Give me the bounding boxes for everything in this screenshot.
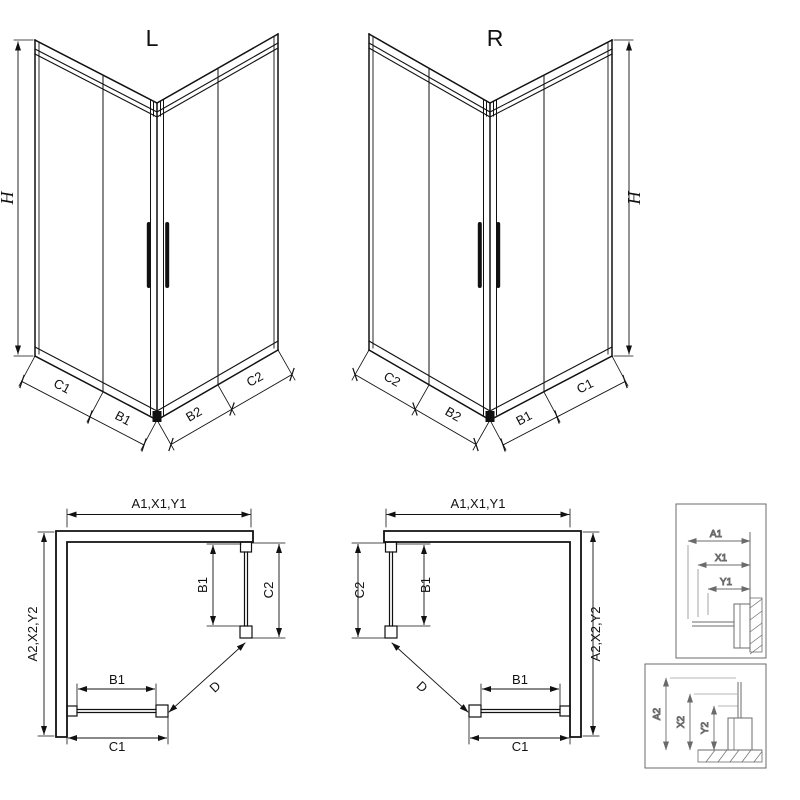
dim-label-front-right-b2: B2 xyxy=(443,404,464,425)
detail-top-label-x1: X1 xyxy=(715,553,728,564)
dim-label-front-right-b1: B1 xyxy=(513,408,534,429)
dim-label-front-left-c1: C1 xyxy=(51,376,73,397)
dim-label-plan-right-width: A1,X1,Y1 xyxy=(451,496,506,511)
variant-label-right: R xyxy=(487,25,504,51)
detail-bottom-label-a2: A2 xyxy=(652,707,663,720)
dim-label-plan-right-depth: A2,X2,Y2 xyxy=(588,607,603,662)
dim-label-plan-left-side-door: B1 xyxy=(195,577,210,593)
variant-label-left: L xyxy=(146,25,159,51)
dim-label-plan-left-entry: D xyxy=(206,678,223,695)
plan-view-left: A1,X1,Y1 A2,X2,Y2 B1 C2 B1 C1 D xyxy=(25,496,285,754)
wall-section xyxy=(749,597,763,653)
detail-bottom-label-x2: X2 xyxy=(676,715,687,728)
dim-label-plan-right-front-total: C1 xyxy=(512,739,529,754)
front-view-left: L H C1 B1 B2 C2 xyxy=(0,25,295,451)
plan-view-left-geometry xyxy=(38,509,285,744)
dim-label-plan-right-side-door: B1 xyxy=(418,577,433,593)
dim-label-plan-left-side-total: C2 xyxy=(261,582,276,599)
detail-bottom-frame xyxy=(644,663,767,769)
height-dim-label-left: H xyxy=(0,191,17,206)
detail-bottom: A2 X2 Y2 xyxy=(644,663,767,769)
wall-profile-section xyxy=(727,717,753,751)
dim-label-front-right-c1: C1 xyxy=(574,376,596,397)
dim-label-plan-left-depth: A2,X2,Y2 xyxy=(25,607,40,662)
detail-top-label-a1: A1 xyxy=(710,529,723,540)
detail-top-label-y1: Y1 xyxy=(720,577,733,588)
detail-bottom-label-y2: Y2 xyxy=(700,721,711,734)
dim-label-plan-left-front-door: B1 xyxy=(109,672,125,687)
dim-label-plan-left-width: A1,X1,Y1 xyxy=(132,496,187,511)
front-view-right: R H C2 B2 B1 C1 xyxy=(352,25,644,451)
plan-view-right: A1,X1,Y1 A2,X2,Y2 B1 C2 B1 C1 D xyxy=(352,496,603,754)
dim-label-front-left-b1: B1 xyxy=(113,408,134,429)
wall-profile-section xyxy=(733,603,751,649)
dim-label-front-right-c2: C2 xyxy=(381,368,403,389)
height-dim-label-right: H xyxy=(624,191,644,206)
dim-label-plan-left-front-total: C1 xyxy=(109,739,126,754)
dim-label-plan-right-front-door: B1 xyxy=(512,672,528,687)
plan-view-right-geometry xyxy=(352,509,599,744)
dim-label-front-left-b2: B2 xyxy=(183,404,204,425)
detail-top: A1 X1 Y1 xyxy=(675,503,767,659)
detail-top-frame xyxy=(675,503,767,659)
dim-label-plan-right-side-total: C2 xyxy=(352,582,367,599)
dim-label-plan-right-entry: D xyxy=(414,678,431,695)
dim-label-front-left-c2: C2 xyxy=(244,368,266,389)
